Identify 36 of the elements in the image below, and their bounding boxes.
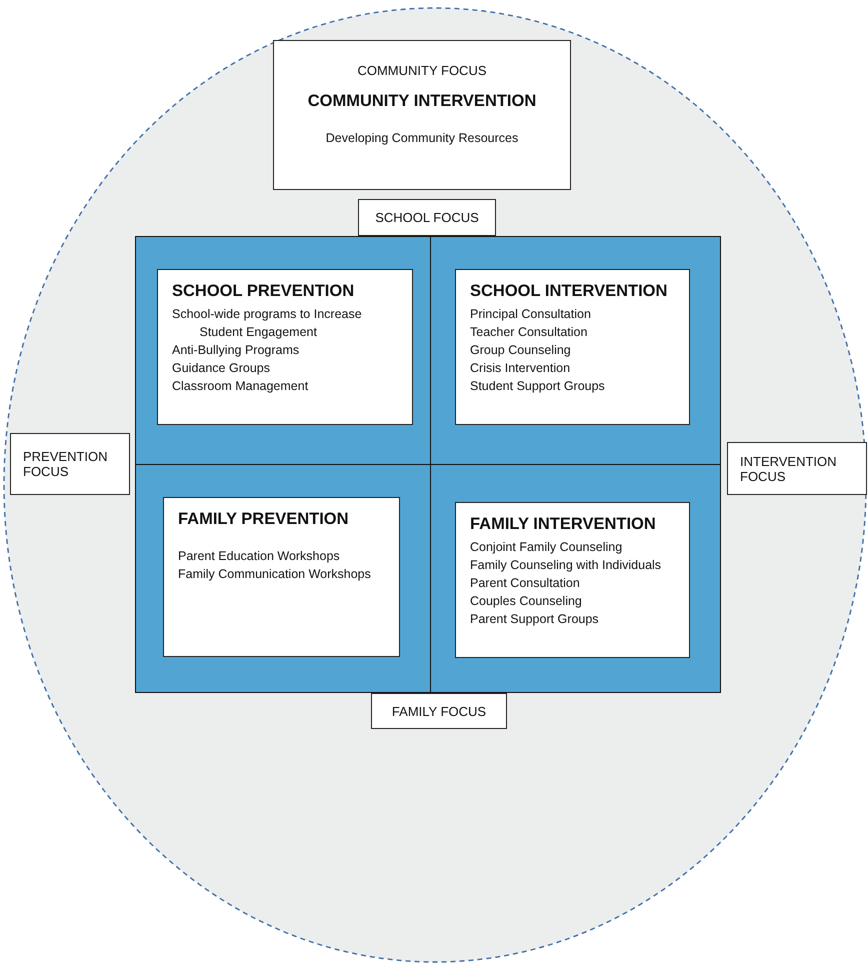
list-item: Anti-Bullying Programs xyxy=(172,342,300,359)
focus-label: PREVENTION FOCUS xyxy=(23,449,109,479)
list-item: Conjoint Family Counseling xyxy=(470,539,624,556)
list-item: Crisis Intervention xyxy=(470,360,572,377)
list-item: Student Support Groups xyxy=(470,378,606,395)
content-card xyxy=(455,502,690,658)
list-item: Family Counseling with Individuals xyxy=(470,557,662,574)
focus-label: INTERVENTION FOCUS xyxy=(740,454,838,484)
list-item: Teacher Consultation xyxy=(470,324,588,341)
description: Developing Community Resources xyxy=(326,131,518,145)
list-item: Parent Education Workshops xyxy=(178,548,341,565)
list-item: Family Communication Workshops xyxy=(178,566,372,583)
focus-label-box xyxy=(371,693,507,729)
focus-label-box xyxy=(10,433,130,495)
focus-label-box xyxy=(358,199,496,236)
list-item: Group Counseling xyxy=(470,342,572,359)
heading: COMMUNITY INTERVENTION xyxy=(308,92,536,111)
focus-label: FAMILY FOCUS xyxy=(392,704,486,718)
heading: SCHOOL PREVENTION xyxy=(172,282,356,301)
focus-label-box xyxy=(727,442,867,495)
community-box xyxy=(273,40,571,190)
list-item: Guidance Groups xyxy=(172,360,271,377)
list-item: Principal Consultation xyxy=(470,306,592,323)
heading: SCHOOL INTERVENTION xyxy=(470,282,668,301)
heading: FAMILY INTERVENTION xyxy=(470,515,657,534)
content-card xyxy=(163,497,400,657)
content-card xyxy=(455,269,690,425)
content-card xyxy=(157,269,413,425)
heading: FAMILY PREVENTION xyxy=(178,510,350,529)
list-item: School-wide programs to Increase Student Engagement xyxy=(172,306,363,341)
list-item: Parent Consultation xyxy=(470,575,581,592)
list-item: Couples Counseling xyxy=(470,593,583,610)
list-item: Classroom Management xyxy=(172,378,310,395)
focus-label: COMMUNITY FOCUS xyxy=(357,63,487,78)
focus-label: SCHOOL FOCUS xyxy=(375,210,479,225)
list-item: Parent Support Groups xyxy=(470,611,600,628)
